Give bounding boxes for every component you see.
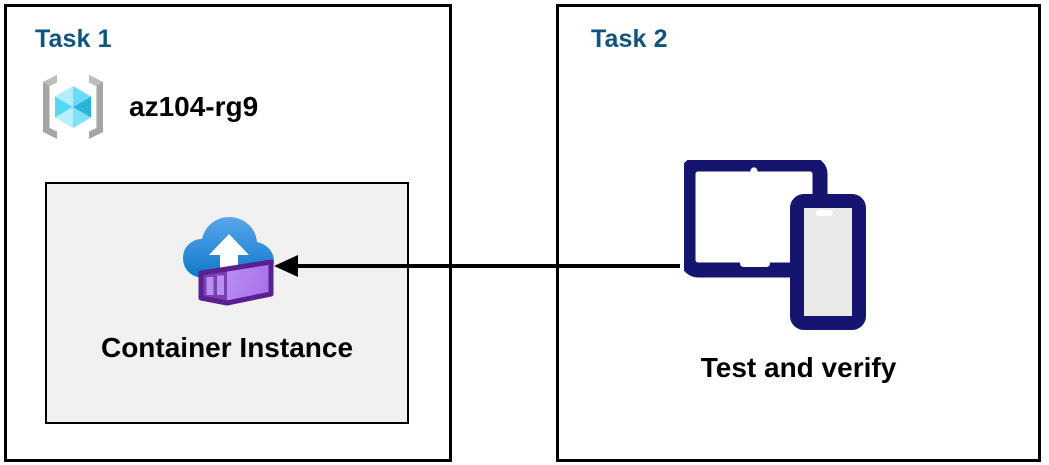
azure-container-instance-icon xyxy=(183,217,274,306)
container-instance-label: Container Instance xyxy=(100,332,354,363)
panel-task-1: Task 1 az104 xyxy=(4,4,452,462)
resource-group-label: az104-rg9 xyxy=(129,91,259,122)
resource-group-row: az104-rg9 xyxy=(35,69,258,145)
container-instance-box: Container Instance xyxy=(45,182,409,424)
azure-resource-group-icon xyxy=(43,75,103,139)
tablet-and-phone-devices-icon xyxy=(684,160,866,330)
panel-task-2-title: Task 2 xyxy=(591,25,668,53)
test-and-verify-label: Test and verify xyxy=(700,352,897,383)
arrow-task2-to-task1 xyxy=(274,255,680,277)
panel-task-1-title: Task 1 xyxy=(35,25,112,53)
